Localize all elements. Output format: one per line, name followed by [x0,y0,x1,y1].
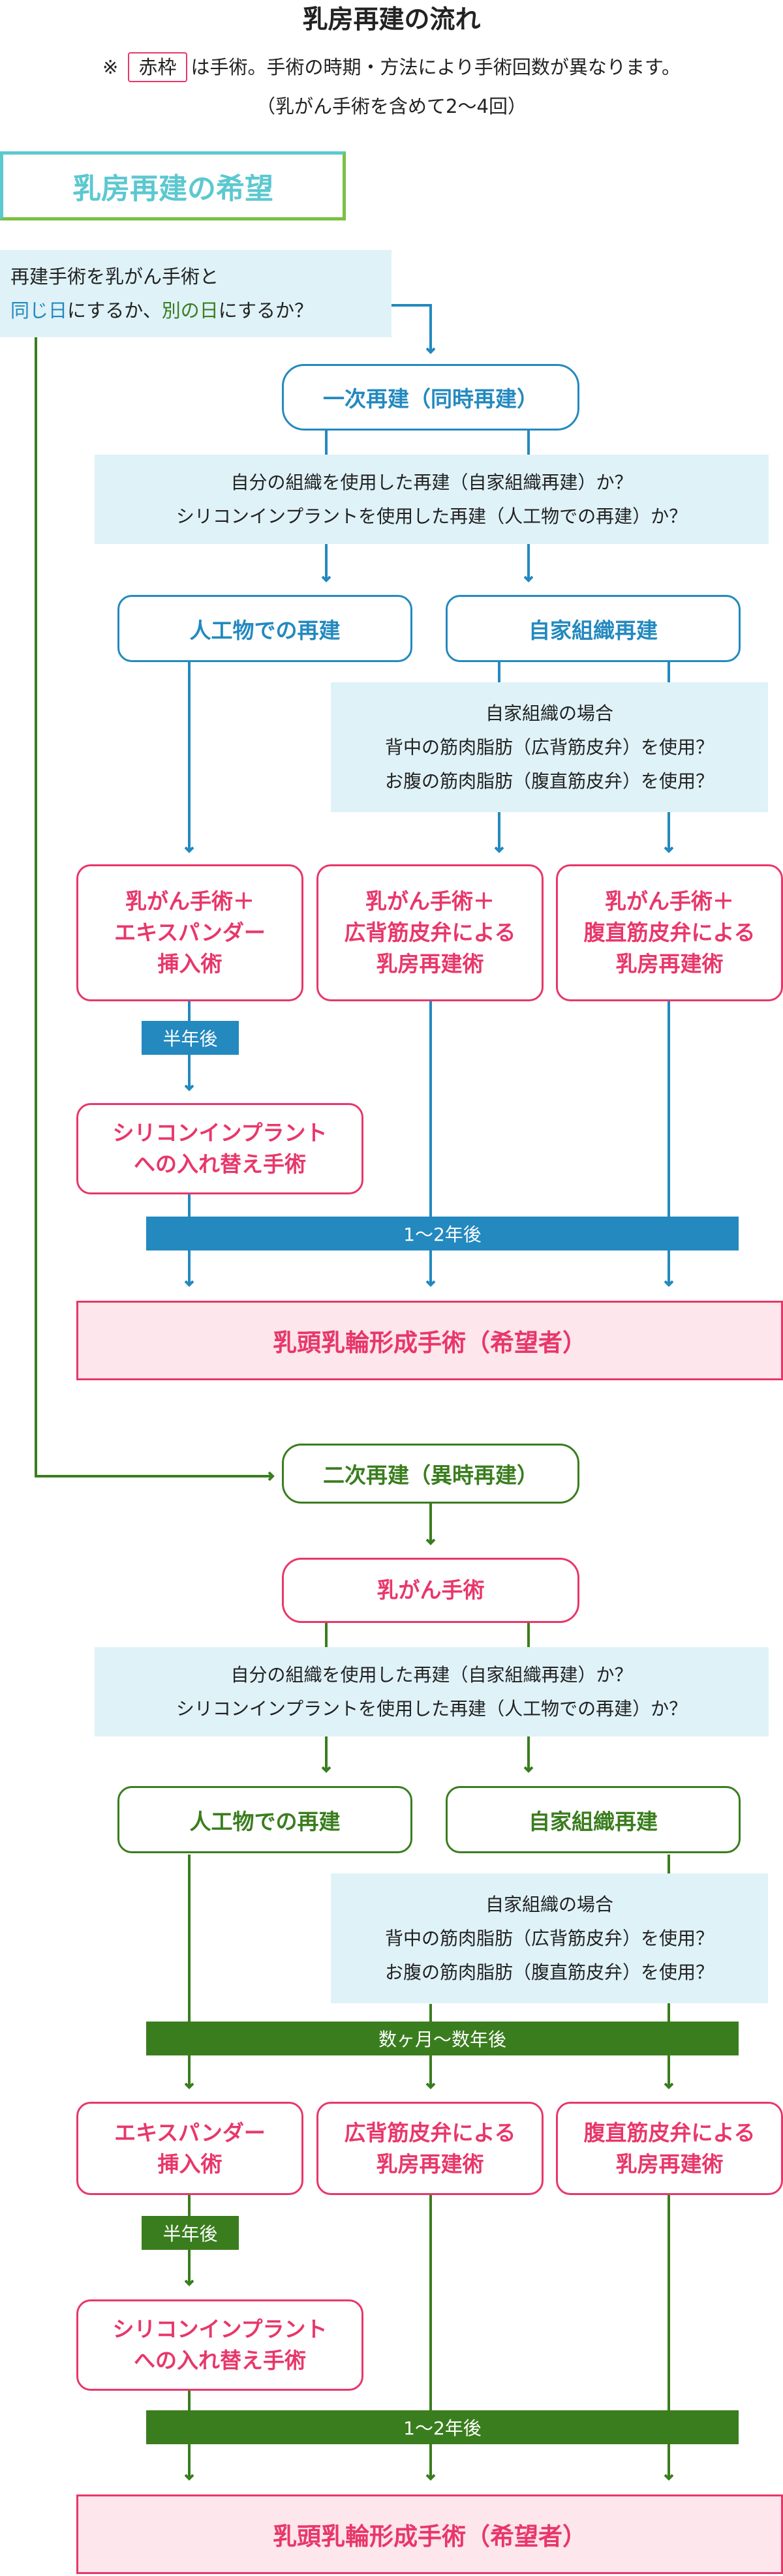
primary-artificial-box: 人工物での再建 [117,595,412,662]
timing-question-line2: 同じ日にするか、別の日にするか？ [10,294,392,327]
primary-surgery-latissimus: 乳がん手術＋ 広背筋皮弁による 乳房再建術 [316,864,544,1001]
primary-auto-q-line3: お腹の筋肉脂肪（腹直筋皮弁）を使用？ [384,770,714,792]
note-subtext: （乳がん手術を含めて2〜4回） [256,95,527,117]
note-text: は手術。手術の時期・方法により手術回数が異なります。 [191,56,681,78]
secondary-method-question-line2: シリコンインプラントを使用した再建（人工物での再建）か？ [176,1697,688,1720]
timing-question-line1: 再建手術を乳がん手術と [10,265,219,288]
page-title: 乳房再建の流れ [302,5,481,35]
primary-implant-surgery: シリコンインプラント への入れ替え手術 [76,1103,363,1194]
secondary-autologous-question: 自家組織の場合 背中の筋肉脂肪（広背筋皮弁）を使用？ お腹の筋肉脂肪（腹直筋皮弁… [331,1873,768,2003]
secondary-surgery-rectus: 腹直筋皮弁による 乳房再建術 [556,2102,783,2195]
secondary-method-question: 自分の組織を使用した再建（自家組織再建）か？ シリコンインプラントを使用した再建… [95,1647,769,1736]
primary-half-year-label: 半年後 [142,1021,239,1055]
secondary-implant-surgery: シリコンインプラント への入れ替え手術 [76,2299,363,2391]
secondary-artificial-box: 人工物での再建 [117,1786,412,1853]
primary-surgery-expander: 乳がん手術＋ エキスパンダー 挿入術 [76,864,303,1001]
primary-years-bar: 1〜2年後 [146,1217,739,1250]
note-mark: ※ [102,56,119,78]
primary-method-question: 自分の組織を使用した再建（自家組織再建）か？ シリコンインプラントを使用した再建… [95,455,769,544]
question-end: にするか？ [218,299,314,322]
primary-autologous-box: 自家組織再建 [446,595,741,662]
primary-method-question-line2: シリコンインプラントを使用した再建（人工物での再建）か？ [176,505,688,527]
secondary-half-year-label: 半年後 [142,2216,239,2250]
secondary-auto-q-line2: 背中の筋肉脂肪（広背筋皮弁）を使用？ [384,1927,714,1949]
secondary-auto-q-line1: 自家組織の場合 [485,1893,613,1915]
question-mid: にするか、 [67,299,162,322]
primary-surgery-rectus: 乳がん手術＋ 腹直筋皮弁による 乳房再建術 [556,864,783,1001]
primary-auto-q-line1: 自家組織の場合 [485,702,613,724]
secondary-method-question-line1: 自分の組織を使用した再建（自家組織再建）か？ [230,1663,633,1686]
timing-question: 再建手術を乳がん手術と 同じ日にするか、別の日にするか？ [0,250,392,337]
secondary-months-bar: 数ヶ月〜数年後 [146,2022,739,2055]
start-box: 乳房再建の希望 [0,151,346,220]
secondary-auto-q-line3: お腹の筋肉脂肪（腹直筋皮弁）を使用？ [384,1961,714,1983]
legend-note: ※ 赤枠は手術。手術の時期・方法により手術回数が異なります。 [0,51,783,83]
primary-nipple-surgery: 乳頭乳輪形成手術（希望者） [76,1301,783,1380]
secondary-surgery-expander: エキスパンダー 挿入術 [76,2102,303,2195]
primary-reconstruction-box: 一次再建（同時再建） [282,364,579,431]
primary-auto-q-line2: 背中の筋肉脂肪（広背筋皮弁）を使用？ [384,736,714,758]
primary-method-question-line1: 自分の組織を使用した再建（自家組織再建）か？ [230,471,633,493]
secondary-years-bar: 1〜2年後 [146,2410,739,2444]
red-frame-legend: 赤枠 [128,52,187,82]
secondary-autologous-box: 自家組織再建 [446,1786,741,1853]
secondary-cancer-surgery: 乳がん手術 [282,1558,579,1623]
secondary-reconstruction-box: 二次再建（異時再建） [282,1444,579,1504]
same-day-text: 同じ日 [10,299,68,322]
other-day-text: 別の日 [161,299,219,322]
secondary-surgery-latissimus: 広背筋皮弁による 乳房再建術 [316,2102,544,2195]
secondary-nipple-surgery: 乳頭乳輪形成手術（希望者） [76,2494,783,2574]
primary-autologous-question: 自家組織の場合 背中の筋肉脂肪（広背筋皮弁）を使用？ お腹の筋肉脂肪（腹直筋皮弁… [331,682,768,812]
